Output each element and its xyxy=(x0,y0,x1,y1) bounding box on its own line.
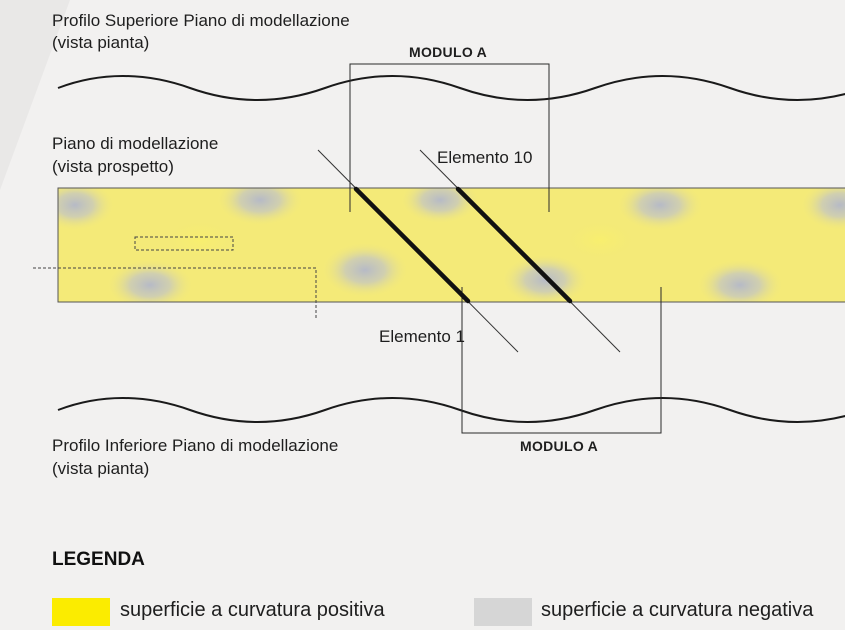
bottom-profile-wave xyxy=(57,397,845,423)
module-top-label: MODULO A xyxy=(409,44,488,60)
top-profile-label-line2: (vista pianta) xyxy=(52,33,150,52)
module-bottom-label: MODULO A xyxy=(520,438,599,454)
element-1-label: Elemento 1 xyxy=(379,327,465,346)
legend-label-negative: superficie a curvatura negativa xyxy=(541,599,814,621)
dashed-guide xyxy=(33,267,317,320)
element-10-bar xyxy=(455,186,573,304)
dashed-rectangle xyxy=(134,236,234,251)
element-10-label: Elemento 10 xyxy=(437,148,533,167)
legend-swatch-positive xyxy=(52,598,110,626)
legend-swatch-negative xyxy=(474,598,532,626)
top-profile-label-line1: Profilo Superiore Piano di modellazione xyxy=(52,11,350,30)
plane-label-line1: Piano di modellazione xyxy=(52,134,219,153)
top-profile-wave xyxy=(57,75,845,101)
bottom-profile-label-line2: (vista pianta) xyxy=(52,459,150,478)
legend-label-positive: superficie a curvatura positiva xyxy=(120,599,385,621)
module-bottom-bracket xyxy=(461,287,662,434)
module-top-bracket xyxy=(349,63,550,212)
background-shade xyxy=(0,0,70,190)
modelling-plane xyxy=(57,187,845,303)
bottom-profile-label-line1: Profilo Inferiore Piano di modellazione xyxy=(52,436,339,455)
legend-title: LEGENDA xyxy=(52,549,145,570)
element-1-bar xyxy=(353,186,471,304)
plane-label-line2: (vista prospetto) xyxy=(52,157,174,176)
